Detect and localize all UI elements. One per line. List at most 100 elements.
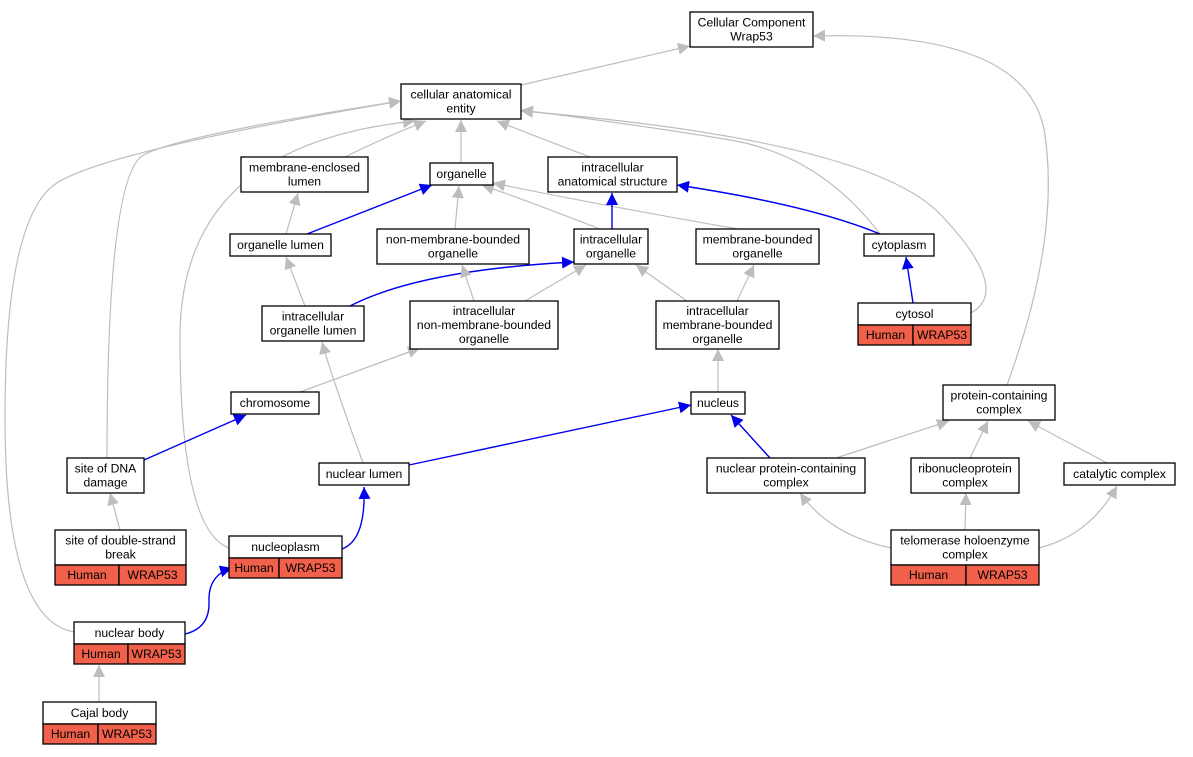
node-label: intracellular xyxy=(282,310,344,324)
is-a-arrow xyxy=(107,492,121,531)
node-label: membrane-bounded xyxy=(663,318,773,332)
is-a-arrow xyxy=(451,185,464,230)
node-label: nucleus xyxy=(697,396,739,410)
node-inmbo[interactable]: intracellularnon-membrane-boundedorganel… xyxy=(409,300,559,350)
edge-sdna-to-chrom xyxy=(143,414,247,461)
node-label: site of double-strand xyxy=(65,534,175,548)
edge-npcc-to-pcc xyxy=(835,419,950,459)
node-box xyxy=(863,233,935,257)
is-a-arrow xyxy=(520,106,987,314)
edge-the-to-cc xyxy=(1038,485,1118,549)
edge-chrom-to-inmbo xyxy=(299,346,421,393)
gene-label: WRAP53 xyxy=(917,328,967,342)
node-label: cytoplasm xyxy=(872,238,927,252)
is-a-arrow xyxy=(1027,420,1108,464)
is-a-arrow xyxy=(4,97,402,633)
is-a-arrow xyxy=(969,420,989,459)
node-box xyxy=(573,228,649,265)
is-a-arrow xyxy=(319,341,364,464)
node-cyt[interactable]: cytoplasm xyxy=(863,233,935,257)
node-org[interactable]: organelle xyxy=(429,162,494,186)
node-label: intracellular xyxy=(453,304,515,318)
gene-label: WRAP53 xyxy=(285,561,335,575)
node-label: intracellular xyxy=(580,233,642,247)
species-label: Human xyxy=(909,568,948,582)
edge-nmbo-to-org xyxy=(451,185,464,230)
node-label: organelle xyxy=(732,247,782,261)
node-label: telomerase holoenzyme xyxy=(900,534,1030,548)
edge-inmbo-to-nmbo xyxy=(460,264,475,302)
is-a-arrow xyxy=(520,105,881,235)
edge-io-to-org xyxy=(481,183,601,230)
edge-imbo-to-io xyxy=(635,264,688,302)
node-label: break xyxy=(105,548,136,562)
node-label: membrane-bounded xyxy=(703,233,813,247)
node-label: Cajal body xyxy=(71,706,129,720)
part-of-arrow xyxy=(408,401,692,466)
node-box xyxy=(547,156,678,193)
edge-np-to-nl xyxy=(341,486,371,550)
is-a-arrow xyxy=(524,264,587,302)
edge-nl-to-nucleus xyxy=(408,401,692,466)
is-a-arrow xyxy=(635,264,688,302)
gene-label: WRAP53 xyxy=(977,568,1027,582)
edge-orl-to-org xyxy=(306,183,433,235)
node-label: organelle xyxy=(459,332,509,346)
node-label: nucleoplasm xyxy=(251,540,319,554)
node-chrom[interactable]: chromosome xyxy=(230,391,320,415)
node-label: nuclear protein-containing xyxy=(716,462,856,476)
node-box xyxy=(910,457,1020,494)
edge-iol-to-orl xyxy=(284,256,306,307)
species-label: Human xyxy=(866,328,905,342)
node-label: complex xyxy=(942,476,987,490)
part-of-arrow xyxy=(306,183,433,235)
part-of-arrow xyxy=(901,256,914,304)
node-box xyxy=(690,391,746,415)
node-box xyxy=(66,457,145,494)
node-box xyxy=(695,228,820,265)
node-cc[interactable]: catalytic complex xyxy=(1063,462,1176,486)
is-a-arrow xyxy=(1038,485,1118,549)
is-a-arrow xyxy=(959,492,972,531)
part-of-arrow xyxy=(184,565,233,635)
edge-mel-to-cae xyxy=(344,119,427,158)
gene-cell xyxy=(965,564,1040,586)
is-a-arrow xyxy=(492,179,739,230)
gene-label: WRAP53 xyxy=(131,647,181,661)
node-box xyxy=(409,300,559,350)
node-orl[interactable]: organelle lumen xyxy=(229,233,332,257)
node-label: anatomical structure xyxy=(558,175,668,189)
node-label: ribonucleoprotein xyxy=(918,462,1012,476)
node-nucleus[interactable]: nucleus xyxy=(690,391,746,415)
edge-imbo-to-mbo xyxy=(736,264,755,302)
node-label: organelle xyxy=(586,247,636,261)
edge-sdsb-to-sdna xyxy=(107,492,121,531)
part-of-arrow xyxy=(143,414,247,461)
node-nl[interactable]: nuclear lumen xyxy=(318,462,410,486)
is-a-arrow xyxy=(299,346,421,393)
edge-the-to-rnp xyxy=(959,492,972,531)
node-box xyxy=(1063,462,1176,486)
